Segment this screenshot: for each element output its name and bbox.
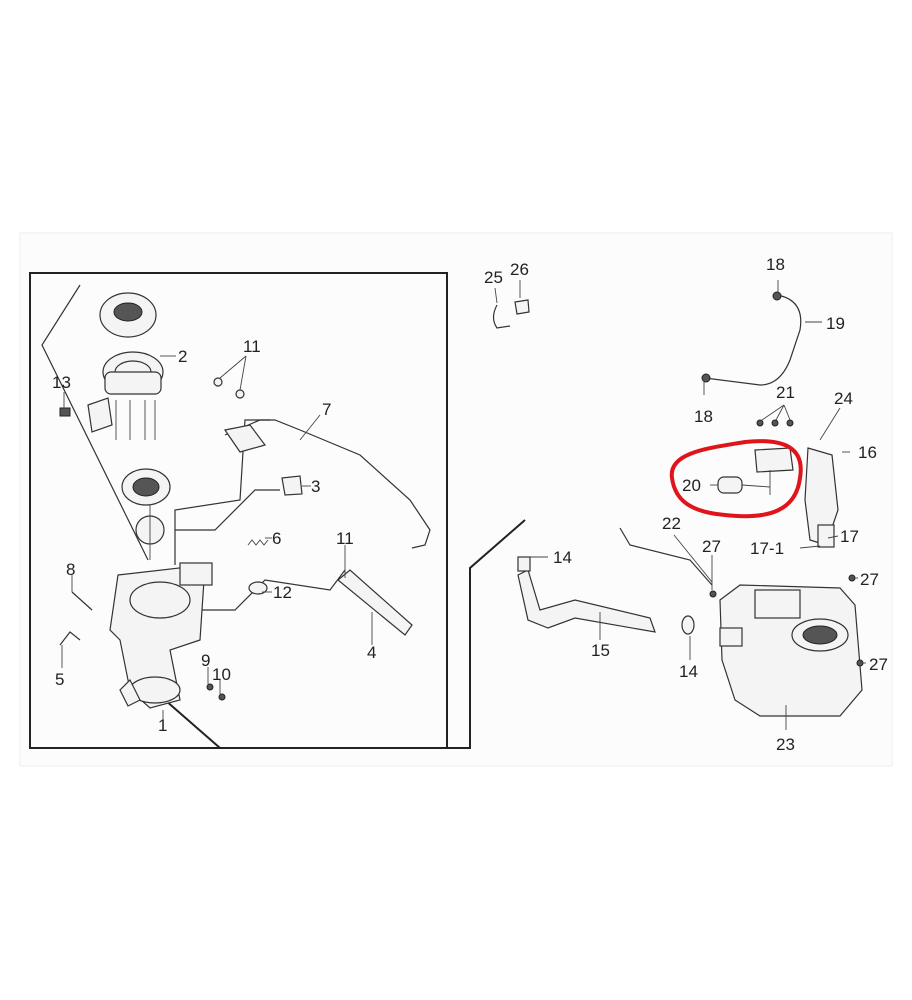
label-part-15: 15 xyxy=(591,641,610,660)
highlight-ring xyxy=(669,439,803,519)
label-part-19: 19 xyxy=(826,314,845,333)
screw-part-8 xyxy=(71,591,93,611)
label-part-27c: 27 xyxy=(869,655,888,674)
bolt-part-11b xyxy=(235,389,245,399)
label-part-10: 10 xyxy=(212,665,231,684)
hose-clip-part-18b xyxy=(701,373,711,383)
label-part-18a: 18 xyxy=(766,255,785,274)
label-part-17-1: 17-1 xyxy=(750,539,784,558)
vent-pipe xyxy=(223,419,431,549)
label-part-21: 21 xyxy=(776,383,795,402)
label-part-27a: 27 xyxy=(702,537,721,556)
exploded-outline xyxy=(41,284,346,611)
filler-seal xyxy=(121,468,171,560)
bolt-part-10 xyxy=(218,693,226,701)
label-part-20: 20 xyxy=(682,476,701,495)
label-part-14b: 14 xyxy=(679,662,698,681)
label-part-9: 9 xyxy=(201,651,210,670)
label-part-8: 8 xyxy=(66,560,75,579)
label-part-18b: 18 xyxy=(694,407,713,426)
bolt-part-27a xyxy=(709,590,717,598)
label-part-26: 26 xyxy=(510,260,529,279)
screw-part-21a xyxy=(756,419,764,427)
fuel-cap xyxy=(99,292,164,440)
label-part-7: 7 xyxy=(322,400,331,419)
breather-hose-part-22 xyxy=(619,527,713,586)
screw-part-21b xyxy=(771,419,779,427)
hose-clamp-part-14b xyxy=(681,615,695,635)
pump-housing-part-24 xyxy=(804,447,839,548)
grommet-part-12 xyxy=(248,581,268,595)
label-part-27b: 27 xyxy=(860,570,879,589)
label-part-4: 4 xyxy=(367,643,376,662)
bolt-part-9 xyxy=(206,683,214,691)
frame-link-line xyxy=(164,519,526,749)
fuel-hose-part-15 xyxy=(517,569,656,633)
clip-part-26 xyxy=(514,299,530,315)
spring-part-6 xyxy=(247,539,269,546)
hose-clamp-part-14a xyxy=(517,556,531,572)
label-part-11a: 11 xyxy=(243,337,261,356)
label-part-14a: 14 xyxy=(553,548,572,567)
screw-part-21c xyxy=(786,419,794,427)
label-part-22: 22 xyxy=(662,514,681,533)
label-part-24: 24 xyxy=(834,389,853,408)
cap-hinge-part xyxy=(59,397,113,433)
clip-part-3 xyxy=(281,475,303,496)
label-part-3: 3 xyxy=(311,477,320,496)
bolt-part-11a xyxy=(213,377,223,387)
fuel-hose-part-19 xyxy=(704,294,802,386)
label-part-17: 17 xyxy=(840,527,859,546)
filler-neck-body xyxy=(109,562,213,709)
clamp-part-5 xyxy=(59,631,81,646)
label-part-1: 1 xyxy=(158,716,167,735)
label-part-25: 25 xyxy=(484,268,503,287)
label-part-11b: 11 xyxy=(336,529,354,548)
label-part-13: 13 xyxy=(52,373,71,392)
fuel-tank-part-23 xyxy=(719,584,863,717)
label-part-23: 23 xyxy=(776,735,795,754)
label-part-16: 16 xyxy=(858,443,877,462)
label-part-6: 6 xyxy=(272,529,281,548)
label-part-2: 2 xyxy=(178,347,187,366)
label-part-12: 12 xyxy=(273,583,292,602)
label-part-5: 5 xyxy=(55,670,64,689)
hose-clip-part-18a xyxy=(772,291,782,301)
bracket-part-4 xyxy=(337,560,413,636)
clip-part-25 xyxy=(492,304,511,329)
leader-lines xyxy=(61,280,866,730)
